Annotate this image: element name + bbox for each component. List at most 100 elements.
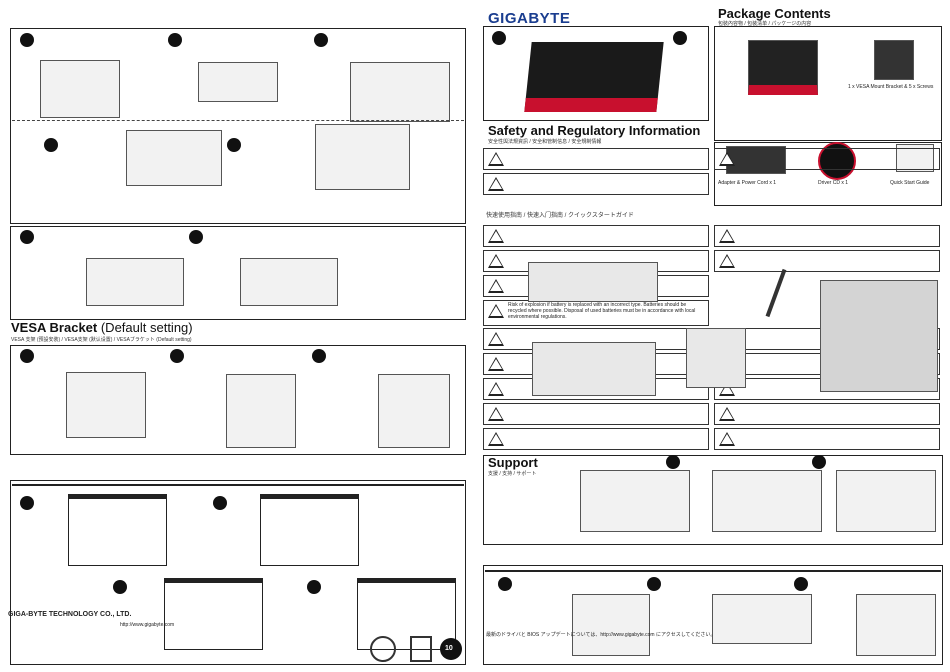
warning-icon bbox=[488, 407, 504, 421]
install-illustration-1 bbox=[580, 470, 690, 532]
install-panel-2-rule bbox=[485, 570, 941, 572]
warning-row-r1 bbox=[714, 148, 940, 170]
vesa-bracket-image bbox=[874, 40, 914, 80]
vesa-mount-illustration bbox=[66, 372, 146, 438]
bios-screen-3 bbox=[164, 578, 263, 650]
safety-subtitle: 安全性與法規資訊 / 安全和管制信息 / 安全規制情報 bbox=[488, 139, 602, 145]
install-panel-1 bbox=[483, 455, 943, 545]
package-contents-subtitle: 包裝內容物 / 包装清单 / パッケージの内容 bbox=[718, 21, 812, 27]
warning-icon bbox=[719, 407, 735, 421]
step-3-marker bbox=[314, 33, 328, 47]
package-contents-title: Package Contents bbox=[718, 6, 831, 21]
warning-icon bbox=[488, 382, 504, 396]
chassis-close-illustration bbox=[315, 124, 410, 190]
install-step-4-marker bbox=[647, 577, 661, 591]
product-hero-panel bbox=[483, 26, 709, 121]
install-step-3-marker bbox=[498, 577, 512, 591]
warning-row-r7 bbox=[714, 403, 940, 425]
step-4-marker bbox=[44, 138, 58, 152]
install-illustration-2 bbox=[712, 470, 822, 532]
adapter-label: Adapter & Power Cord x 1 bbox=[718, 180, 777, 186]
install-illustration-4 bbox=[572, 594, 650, 656]
warning-icon bbox=[488, 229, 504, 243]
battery-warning-text: Risk of explosion if battery is replaced… bbox=[508, 302, 696, 320]
hero-step-2-marker bbox=[673, 31, 687, 45]
bios-screen-4 bbox=[357, 578, 456, 650]
brix-product-image bbox=[524, 42, 664, 112]
monitor-back-illustration bbox=[226, 374, 296, 448]
device-side-view bbox=[686, 328, 746, 388]
package-contents-panel bbox=[714, 26, 942, 141]
warning-icon bbox=[719, 432, 735, 446]
warning-icon bbox=[719, 254, 735, 268]
driver-cd-label: Driver CD x 1 bbox=[818, 180, 849, 186]
bios-step-3-marker bbox=[113, 580, 127, 594]
bios-screen-1 bbox=[68, 494, 167, 566]
memory-panel bbox=[10, 226, 466, 320]
safety-title: Safety and Regulatory Information bbox=[488, 123, 701, 138]
memory-step-1-marker bbox=[20, 230, 34, 244]
divider-dashed bbox=[12, 120, 464, 121]
warning-row-10 bbox=[483, 403, 709, 425]
vesa-subtitle: VESA 支架 (預設安裝) / VESA支架 (默认设置) / VESAブラケ… bbox=[11, 337, 192, 343]
bios-step-2-marker bbox=[213, 496, 227, 510]
bios-step-4-marker bbox=[307, 580, 321, 594]
step-2-marker bbox=[168, 33, 182, 47]
warning-row-1 bbox=[483, 148, 709, 170]
support-title: Support bbox=[488, 455, 538, 470]
quick-guide-heading: 快速使用指南 / 快速入门指南 / クイックスタートガイド bbox=[486, 213, 634, 219]
memory-step-2-marker bbox=[189, 230, 203, 244]
step-1-marker bbox=[20, 33, 34, 47]
support-subtitle: 支援 / 支持 / サポート bbox=[488, 471, 537, 477]
warning-icon bbox=[488, 357, 504, 371]
warning-icon bbox=[488, 279, 504, 293]
drive-tray-illustration bbox=[126, 130, 222, 186]
hero-step-1-marker bbox=[492, 31, 506, 45]
warning-icon bbox=[488, 304, 504, 318]
weee-bin-icon bbox=[410, 636, 432, 662]
warning-icon bbox=[488, 177, 504, 191]
warning-icon bbox=[719, 229, 735, 243]
warning-row-11 bbox=[483, 428, 709, 450]
vesa-title-bold: VESA Bracket bbox=[11, 320, 98, 335]
vesa-step-3-marker bbox=[312, 349, 326, 363]
motherboard-image bbox=[820, 280, 938, 392]
vesa-step-2-marker bbox=[170, 349, 184, 363]
install-illustration-5 bbox=[712, 594, 812, 644]
vesa-panel bbox=[10, 345, 466, 455]
install-step-2-marker bbox=[812, 455, 826, 469]
install-illustration-3 bbox=[836, 470, 936, 532]
warning-row-r2 bbox=[714, 225, 940, 247]
vesa-title-light: (Default setting) bbox=[97, 320, 193, 335]
install-panel-2 bbox=[483, 565, 943, 665]
install-illustration-6 bbox=[856, 594, 936, 656]
warning-icon bbox=[488, 432, 504, 446]
chassis-screws-illustration bbox=[198, 62, 278, 102]
vesa-item-label: 1 x VESA Mount Bracket & 5 x Screws bbox=[848, 84, 934, 90]
device-rear-view bbox=[532, 342, 656, 396]
package-device-image bbox=[748, 40, 818, 95]
warning-row-r3 bbox=[714, 250, 940, 272]
page-badge bbox=[440, 638, 462, 660]
warning-row-3 bbox=[483, 225, 709, 247]
page-number: 10 bbox=[445, 645, 453, 652]
bios-panel-top-rule bbox=[12, 484, 464, 486]
accessories-panel bbox=[714, 142, 942, 206]
driver-support-note: 最新のドライバと BIOS アップデートについては、http://www.gig… bbox=[486, 632, 716, 638]
gigabyte-logo: GIGABYTE bbox=[488, 10, 571, 27]
chassis-open-illustration bbox=[40, 60, 120, 118]
assembly-panel-top bbox=[10, 28, 466, 224]
install-step-5-marker bbox=[794, 577, 808, 591]
company-name: GIGA-BYTE TECHNOLOGY CO., LTD. bbox=[8, 611, 132, 618]
install-step-1-marker bbox=[666, 455, 680, 469]
warning-icon bbox=[488, 254, 504, 268]
memory-insert-illustration bbox=[86, 258, 184, 306]
warning-icon bbox=[488, 332, 504, 346]
screwdriver-icon bbox=[765, 268, 787, 318]
step-5-marker bbox=[227, 138, 241, 152]
warning-row-2 bbox=[483, 173, 709, 195]
vesa-section-title: VESA Bracket (Default setting) bbox=[11, 320, 193, 335]
monitor-attach-illustration bbox=[378, 374, 450, 448]
company-url[interactable]: http://www.gigabyte.com bbox=[120, 622, 175, 628]
quick-guide-label: Quick Start Guide bbox=[890, 180, 930, 186]
